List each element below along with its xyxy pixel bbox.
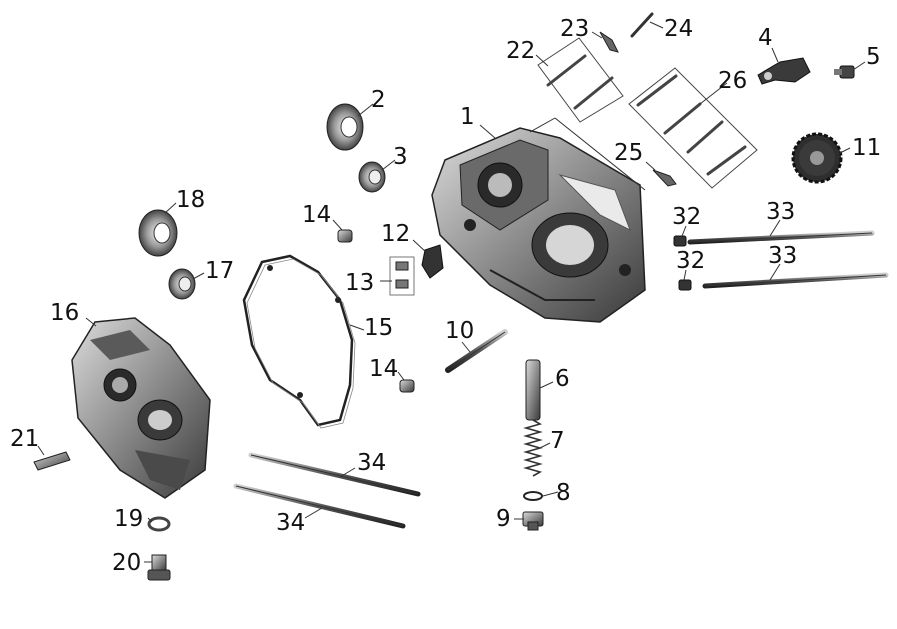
bearing-part-3 <box>358 161 386 193</box>
bracket-part-4 <box>757 57 811 85</box>
bolt-part-5 <box>834 65 855 79</box>
clip-parts-13 <box>389 256 415 296</box>
callout-11: 11 <box>852 135 881 161</box>
dowel-pin-part-14a <box>337 229 353 243</box>
callout-7: 7 <box>550 428 565 454</box>
callout-14-upper: 14 <box>302 202 331 228</box>
callout-34-upper: 34 <box>357 450 386 476</box>
callout-21: 21 <box>10 426 39 452</box>
callout-9: 9 <box>496 506 511 532</box>
bolt-set-part-22 <box>537 37 624 123</box>
stud-part-34b <box>233 483 406 529</box>
callout-33-upper: 33 <box>766 199 795 225</box>
left-crankcase-part <box>71 317 211 499</box>
dowel-pin-part-14b <box>399 379 415 393</box>
stud-part-21 <box>33 451 71 471</box>
callout-6: 6 <box>555 366 570 392</box>
callout-32-lower: 32 <box>676 248 705 274</box>
sprocket-part-11 <box>791 132 843 184</box>
callout-17: 17 <box>205 258 234 284</box>
stud-part-33b <box>702 272 889 289</box>
callout-16: 16 <box>50 300 79 326</box>
callout-32-upper: 32 <box>672 204 701 230</box>
crankcase-gasket-part <box>242 254 356 429</box>
drain-plug-part-9 <box>522 511 544 531</box>
stud-part-34a <box>248 452 421 497</box>
callout-10: 10 <box>445 318 474 344</box>
callout-24: 24 <box>664 16 693 42</box>
callout-25: 25 <box>614 140 643 166</box>
callout-1: 1 <box>460 104 475 130</box>
callout-12: 12 <box>381 221 410 247</box>
callout-22: 22 <box>506 38 535 64</box>
spring-part-7 <box>523 419 543 477</box>
bracket-part-12 <box>421 244 444 279</box>
callout-20: 20 <box>112 550 141 576</box>
callout-4: 4 <box>758 25 773 51</box>
bolt-part-24 <box>630 12 654 38</box>
callout-labels: 1 2 3 4 5 6 7 8 9 10 11 12 13 14 14 15 1… <box>10 16 881 576</box>
leader-lines <box>37 21 866 563</box>
right-crankcase-part <box>431 127 646 323</box>
nut-part-32a <box>673 235 687 247</box>
o-ring-part-8 <box>523 491 543 501</box>
callout-2: 2 <box>371 87 386 113</box>
callout-13: 13 <box>345 270 374 296</box>
callout-5: 5 <box>866 44 881 70</box>
bolt-set-part-26 <box>628 67 758 189</box>
plunger-part-6 <box>525 359 541 421</box>
clip-part-23 <box>599 31 619 53</box>
washer-part-19 <box>147 516 171 532</box>
bearing-part-2 <box>326 103 364 151</box>
shaft-part-10 <box>445 329 508 373</box>
callout-15: 15 <box>364 315 393 341</box>
callout-3: 3 <box>393 144 408 170</box>
callout-18: 18 <box>176 187 205 213</box>
stud-part-33a <box>687 230 875 245</box>
nut-part-32b <box>678 279 692 291</box>
drain-bolt-part-20 <box>147 554 171 581</box>
callout-26: 26 <box>718 68 747 94</box>
clip-part-25 <box>652 169 677 187</box>
bearing-part-17 <box>168 268 196 300</box>
callout-23: 23 <box>560 16 589 42</box>
callout-19: 19 <box>114 506 143 532</box>
callout-14-lower: 14 <box>369 356 398 382</box>
callout-34-lower: 34 <box>276 510 305 536</box>
bearing-part-18 <box>138 209 178 257</box>
callout-8: 8 <box>556 480 571 506</box>
callout-33-lower: 33 <box>768 243 797 269</box>
